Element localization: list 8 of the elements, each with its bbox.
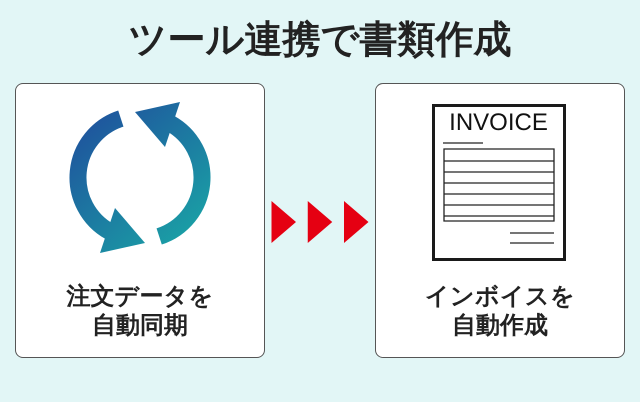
arrow: [272, 201, 368, 243]
step-label: 注文データを自動同期: [65, 282, 214, 340]
title: ツール連携で書類作成: [128, 16, 512, 62]
step-card: [375, 83, 625, 358]
document-title: INVOICE: [449, 110, 548, 134]
document-page: [432, 104, 566, 260]
step-label: インボイスを自動作成: [425, 282, 575, 340]
step-card: [15, 83, 265, 358]
